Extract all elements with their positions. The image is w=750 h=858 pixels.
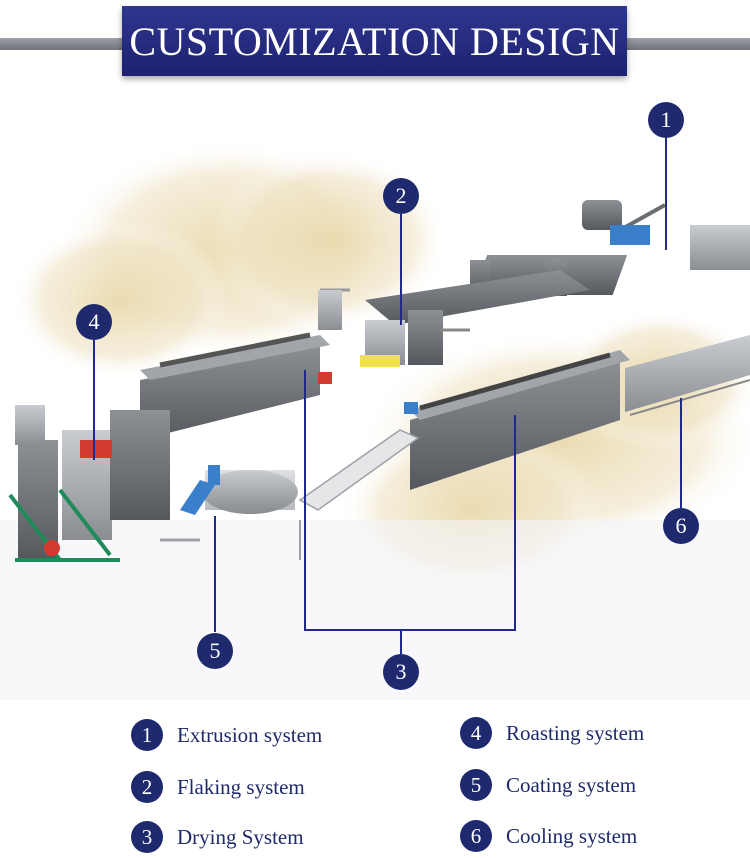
callout-number-6: 6 [675, 513, 687, 538]
dryer-upper [140, 290, 342, 440]
legend-number: 2 [131, 771, 163, 803]
legend-item-roasting: 4 Roasting system [460, 716, 644, 750]
legend-number: 5 [460, 769, 492, 801]
callout-number-3: 3 [395, 659, 407, 684]
legend-item-flaking: 2 Flaking system [131, 770, 305, 804]
callout-number-1: 1 [660, 107, 672, 132]
legend-label: Cooling system [506, 823, 638, 848]
roasting-system-machine [8, 405, 170, 562]
legend-item-extrusion: 1 Extrusion system [131, 718, 322, 752]
legend-label: Coating system [506, 772, 637, 797]
legend-number: 1 [131, 719, 163, 751]
callout-number-2: 2 [395, 183, 407, 208]
header-banner: CUSTOMIZATION DESIGN [122, 6, 627, 76]
legend-label: Roasting system [506, 720, 645, 745]
callout-number-5: 5 [209, 638, 221, 663]
legend-label: Drying System [177, 824, 304, 849]
cooling-system-machine [625, 335, 750, 416]
legend-label: Extrusion system [177, 722, 323, 747]
legend-number: 6 [460, 820, 492, 852]
callout-number-4: 4 [88, 309, 100, 334]
legend-number: 3 [131, 821, 163, 853]
incline-conveyor [298, 429, 420, 560]
leader-lines [93, 138, 682, 654]
flaking-system-machine [320, 270, 590, 367]
page-title: CUSTOMIZATION DESIGN [129, 18, 620, 64]
legend-item-drying: 3 Drying System [131, 820, 304, 854]
legend-label: Flaking system [177, 774, 305, 799]
legend-item-cooling: 6 Cooling system [460, 819, 637, 853]
callout-circles [76, 102, 699, 690]
coating-system-machine [160, 465, 298, 542]
legend-item-coating: 5 Coating system [460, 768, 636, 802]
legend-number: 4 [460, 717, 492, 749]
